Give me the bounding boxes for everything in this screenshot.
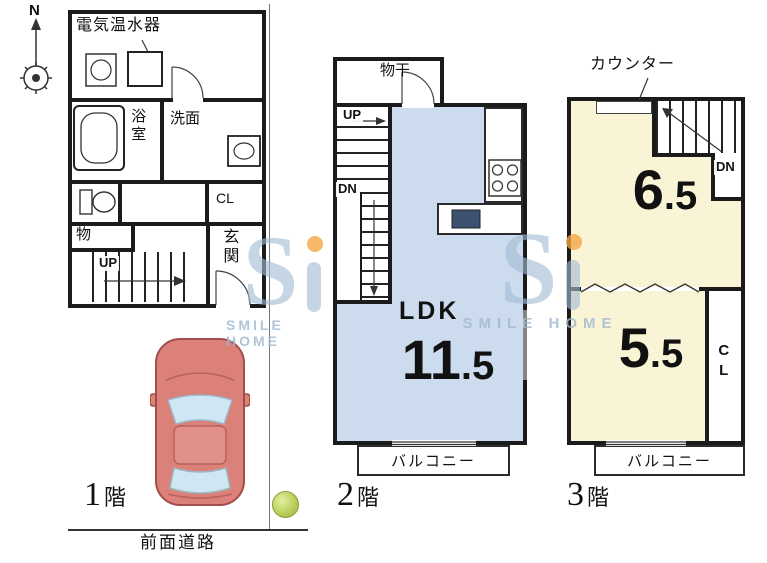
wall [205,184,209,226]
down-label-f2: DN [336,181,359,197]
road-line [68,529,308,531]
balcony-floor2: バルコニー [357,445,510,476]
watermark-smile-home: S SMILE HOME [226,215,338,349]
wall [699,287,745,291]
watermark-text: SMILE HOME [226,317,284,349]
property-line [269,4,270,530]
floor3-number: 3 [567,476,584,513]
ldk-fill [337,304,392,441]
down-label-f3: DN [714,159,737,175]
stairs-down-floor2 [362,192,388,302]
balcony-label-f3: バルコニー [627,453,712,470]
ldk-size-frac: .5 [460,344,495,388]
entrance-label: 玄関 [220,228,238,266]
wall [131,226,135,252]
wall [333,57,337,445]
room-6-5-size: 6.5 [600,162,730,219]
room-a-main: 6 [632,158,664,221]
wall [652,153,715,157]
water-heater-label: 電気温水器 [76,17,162,34]
up-label-f1: UP [97,255,120,271]
storage-label: 物 [76,226,92,243]
up-label-f2: UP [341,107,364,123]
floor1-number: 1 [84,476,101,513]
tree-icon [272,491,299,518]
smile-home-logo: S [242,215,324,326]
kitchen-counter [484,107,523,203]
road-label: 前面道路 [140,533,216,552]
wall [68,98,266,102]
logo-letter: S [499,211,558,326]
smile-home-logo: S [499,211,583,326]
closet-label-f1: CL [216,190,234,206]
car-icon [149,336,251,513]
room-5-5-size: 5.5 [586,320,716,377]
wall [523,103,527,445]
room-b-main: 5 [618,316,650,379]
floor2-number: 2 [337,476,354,513]
logo-bar [307,262,322,312]
wall [711,197,745,201]
closet-label-f3: CL [715,342,733,382]
wall [440,57,444,107]
counter-desk [596,101,652,114]
wall [206,226,210,308]
drying-room-label: 物干 [380,62,411,79]
logo-letter: S [242,215,299,326]
room-b-frac: .5 [649,332,684,376]
ldk-size-main: 11 [401,328,461,391]
wall [440,103,527,107]
logo-bar [566,260,581,310]
compass-north-label: N [29,2,40,19]
balcony-label-f2: バルコニー [391,453,476,470]
wall [333,103,444,107]
floor1-outline [68,10,266,308]
wall [160,98,164,184]
wall [705,291,709,441]
wall [652,101,656,157]
wall [333,57,444,61]
wall [118,184,122,226]
floor3-suffix: 階 [587,485,610,510]
wall [388,107,392,304]
logo-dot-icon [307,236,324,252]
ldk-size-label: 11.5 [378,332,518,389]
wall [68,248,135,252]
bathroom-label: 浴室 [129,108,147,144]
washroom-label: 洗面 [170,110,201,127]
counter-label: カウンター [590,56,676,73]
room-5-5-fill [571,291,705,441]
balcony-floor3: バルコニー [594,445,745,476]
logo-dot-icon [566,234,583,250]
compass-icon [20,18,52,94]
watermark-smile-home: S SMILE HOME [460,211,620,333]
stairs-up-floor2 [337,126,388,190]
wall [711,157,715,201]
floor1-suffix: 階 [104,485,127,510]
watermark-text: SMILE HOME [462,315,618,332]
wall [333,300,392,304]
room-a-frac: .5 [663,174,698,218]
wall [360,192,362,304]
ldk-label: LDK [399,297,460,325]
wall [68,222,266,226]
floor2-suffix: 階 [357,485,380,510]
wall [68,180,266,184]
